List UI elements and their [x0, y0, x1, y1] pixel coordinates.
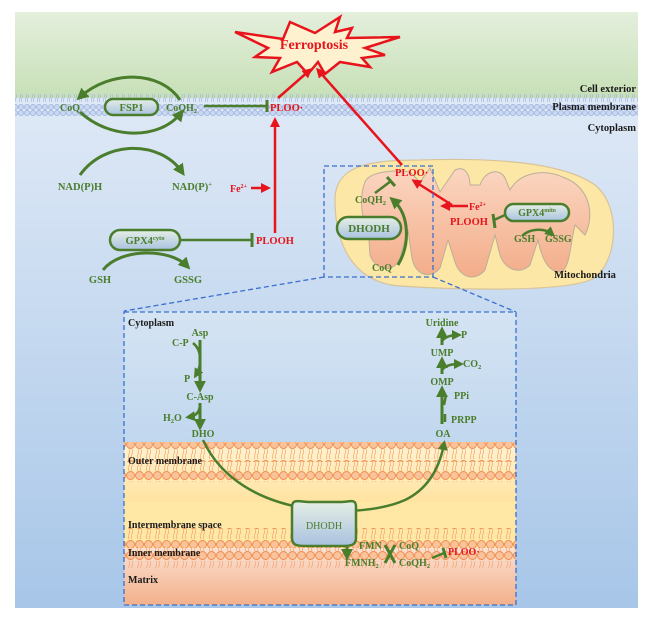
nadph-label: NAD(P)H — [58, 182, 102, 193]
coqh2-mito-label: CoQH2 — [355, 195, 386, 207]
dhodh-inset-label: DHODH — [306, 521, 342, 532]
casp-label: C-Asp — [186, 392, 214, 403]
p-left-label: P — [184, 374, 190, 385]
arrow-mito-ploo-to-ferroptosis — [316, 67, 403, 166]
gsh-mito-label: GSH — [514, 234, 535, 245]
plasma-membrane — [15, 94, 638, 116]
dhodh-mito-label: DHODH — [348, 223, 390, 235]
gsh-cyto-label: GSH — [89, 275, 111, 286]
fsp1-label: FSP1 — [120, 103, 144, 114]
label-plasma-membrane: Plasma membrane — [552, 102, 636, 113]
coq-mito-label: CoQ — [372, 263, 392, 274]
dho-label: DHO — [192, 429, 215, 440]
gpx4-cyto-label: GPX4cyto — [126, 235, 165, 247]
nadp-label: NAD(P)+ — [172, 181, 212, 193]
inset-label-cytoplasm: Cytoplasm — [128, 318, 175, 329]
plooh-mito-label: PLOOH — [450, 217, 488, 228]
ppi-label: PPi — [454, 391, 469, 402]
ploo-mito-label: PLOO· — [395, 168, 428, 179]
outer-membrane-top-leaflet — [124, 442, 516, 462]
asp-label: Asp — [192, 328, 209, 339]
omp-label: OMP — [430, 377, 453, 388]
plooh-cyto-label: PLOOH — [256, 236, 294, 247]
inset-panel: Cytoplasm Outer membrane Intermembrane s… — [123, 311, 517, 606]
coq-label: CoQ — [60, 103, 80, 114]
fsp1-enzyme — [103, 97, 160, 117]
cp-label: C-P — [172, 338, 189, 349]
fe2-mito-label: Fe2+ — [469, 202, 487, 213]
label-cytoplasm: Cytoplasm — [588, 123, 637, 134]
p-right-label: P — [461, 330, 467, 341]
uridine-label: Uridine — [426, 318, 459, 329]
gssg-mito-label: GSSG — [545, 234, 572, 245]
gpx4-mito-label: GPX4mito — [518, 208, 556, 219]
label-mitochondria: Mitochondria — [554, 270, 617, 281]
oa-label: OA — [436, 429, 452, 440]
gssg-cyto-label: GSSG — [174, 275, 202, 286]
h2o-label: H2O — [163, 413, 182, 425]
coq-inset-label: CoQ — [399, 541, 419, 552]
dhodh-mito-enzyme — [335, 215, 403, 241]
ploo-radical-plasma: PLOO· — [270, 103, 303, 114]
inset-label-intermembrane-space: Intermembrane space — [128, 520, 222, 531]
mito-axis: PLOO· CoQH2 DHODH CoQ Fe2+ PLOOH GPX4mit… — [335, 168, 572, 274]
inset-label-matrix: Matrix — [128, 575, 158, 586]
label-cell-exterior: Cell exterior — [580, 84, 637, 95]
gpx4-cyto-enzyme — [108, 228, 182, 252]
gpx4-cyto-axis: Fe2+ GPX4cyto PLOOH GSH GSSG — [89, 117, 294, 286]
ferroptosis-burst: Ferroptosis — [234, 14, 401, 76]
fe2-cyto-label: Fe2+ — [230, 184, 248, 195]
fmn-label: FMN — [359, 541, 383, 552]
mitochondrion: Mitochondria — [334, 158, 617, 290]
ploo-inset-label: PLOO· — [448, 547, 480, 558]
coqh2-label: CoQH2 — [166, 103, 197, 115]
coqh2-inset-label: CoQH2 — [399, 558, 430, 570]
dho-to-oa-arc — [201, 439, 448, 513]
fmnh2-label: FMNH2 — [345, 558, 379, 570]
gpx4-mito-enzyme — [503, 202, 571, 223]
zoom-source-box — [323, 165, 434, 278]
arrow-ploo-to-ferroptosis — [277, 68, 313, 99]
prpp-label: PRPP — [451, 415, 477, 426]
ferroptosis-title: Ferroptosis — [280, 38, 349, 53]
inset-label-outer-membrane: Outer membrane — [128, 456, 203, 467]
left-pathway: Asp C-P P C-Asp H2O DHO — [163, 328, 215, 440]
inner-membrane-bottom-leaflet — [124, 548, 516, 568]
inset-label-inner-membrane: Inner membrane — [128, 548, 201, 559]
right-pathway: Uridine P UMP CO2 OMP PPi PRPP OA — [426, 318, 482, 440]
electron-chain: DHODH FMN FMNH2 CoQ CoQH2 PLOO· — [290, 499, 480, 570]
dhodh-inset-enzyme — [290, 499, 358, 548]
ump-label: UMP — [431, 348, 454, 359]
fsp1-axis: FSP1 CoQ CoQH2 NAD(P)H NAD(P)+ — [58, 75, 269, 193]
co2-label: CO2 — [463, 359, 481, 371]
